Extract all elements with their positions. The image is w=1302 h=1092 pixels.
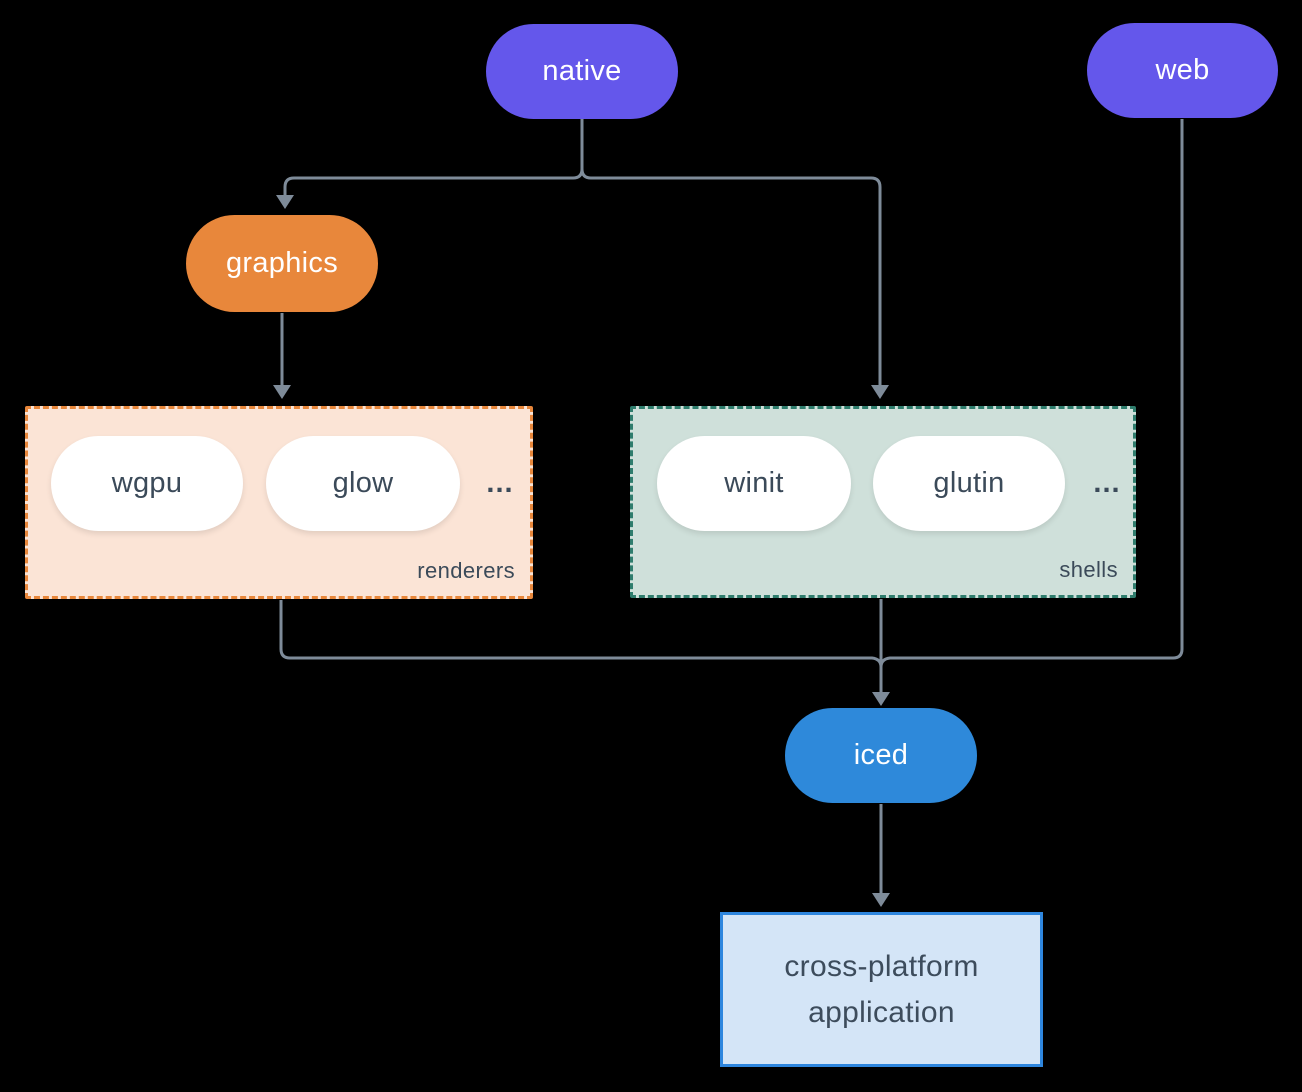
arrowhead-application — [872, 893, 890, 907]
node-native: native — [486, 24, 678, 119]
node-iced-label: iced — [853, 739, 909, 771]
arrowhead-iced — [872, 692, 890, 706]
node-graphics-label: graphics — [225, 247, 338, 279]
node-winit: winit — [657, 436, 851, 531]
node-glow: glow — [266, 436, 460, 531]
arrowhead-renderers — [273, 385, 291, 399]
group-renderers-label: renderers — [417, 558, 515, 583]
node-glow-label: glow — [332, 467, 394, 499]
shells-ellipsis: ... — [1093, 467, 1121, 499]
group-shells-label: shells — [1059, 557, 1118, 582]
node-wgpu-label: wgpu — [111, 467, 183, 499]
group-renderers: wgpu glow ... renderers — [25, 406, 533, 599]
group-shells: winit glutin ... shells — [630, 406, 1136, 598]
node-winit-label: winit — [724, 467, 784, 499]
arrowhead-shells — [871, 385, 889, 399]
node-iced: iced — [785, 708, 977, 803]
arrowhead-graphics — [276, 195, 294, 209]
node-native-label: native — [542, 55, 622, 87]
node-glutin-label: glutin — [933, 467, 1005, 499]
node-web-label: web — [1155, 54, 1210, 86]
node-web: web — [1087, 23, 1278, 118]
renderers-ellipsis: ... — [486, 467, 514, 499]
application-label-line2: application — [808, 995, 955, 1029]
application-label-line1: cross-platform — [784, 949, 979, 983]
node-graphics: graphics — [186, 215, 378, 312]
node-glutin: glutin — [873, 436, 1065, 531]
application-box: cross-platform application — [720, 912, 1043, 1067]
node-wgpu: wgpu — [51, 436, 243, 531]
